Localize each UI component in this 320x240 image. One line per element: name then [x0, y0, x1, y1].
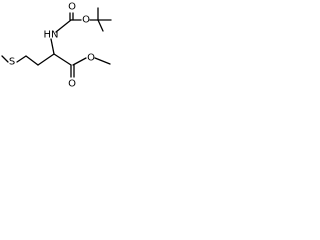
- bond-ester-o-me: [94, 57, 111, 65]
- atom-o-boc-ether-label: O: [82, 15, 90, 26]
- atom-o-ester-carbonyl-label: O: [68, 79, 76, 90]
- bond-calpha-ccarbonyl: [53, 53, 72, 66]
- bond-s-methyl: [1, 55, 9, 63]
- bond-nh-calpha: [50, 38, 55, 55]
- bond-cgamma-s: [16, 55, 27, 63]
- atom-o-boc-carbonyl-label: O: [68, 2, 76, 13]
- molecule-structure: HN O O O O S: [1, 2, 112, 90]
- bond-cbeta-cgamma: [25, 55, 39, 66]
- atom-nh-label: HN: [44, 30, 59, 41]
- bond-boc-nh: [55, 19, 72, 33]
- bond-calpha-cbeta: [37, 53, 55, 66]
- atom-o-ester-ether-label: O: [87, 53, 95, 64]
- bond-ester-c-o: [72, 57, 87, 66]
- bond-tbu-me3: [97, 19, 104, 32]
- atom-s-label: S: [9, 57, 15, 68]
